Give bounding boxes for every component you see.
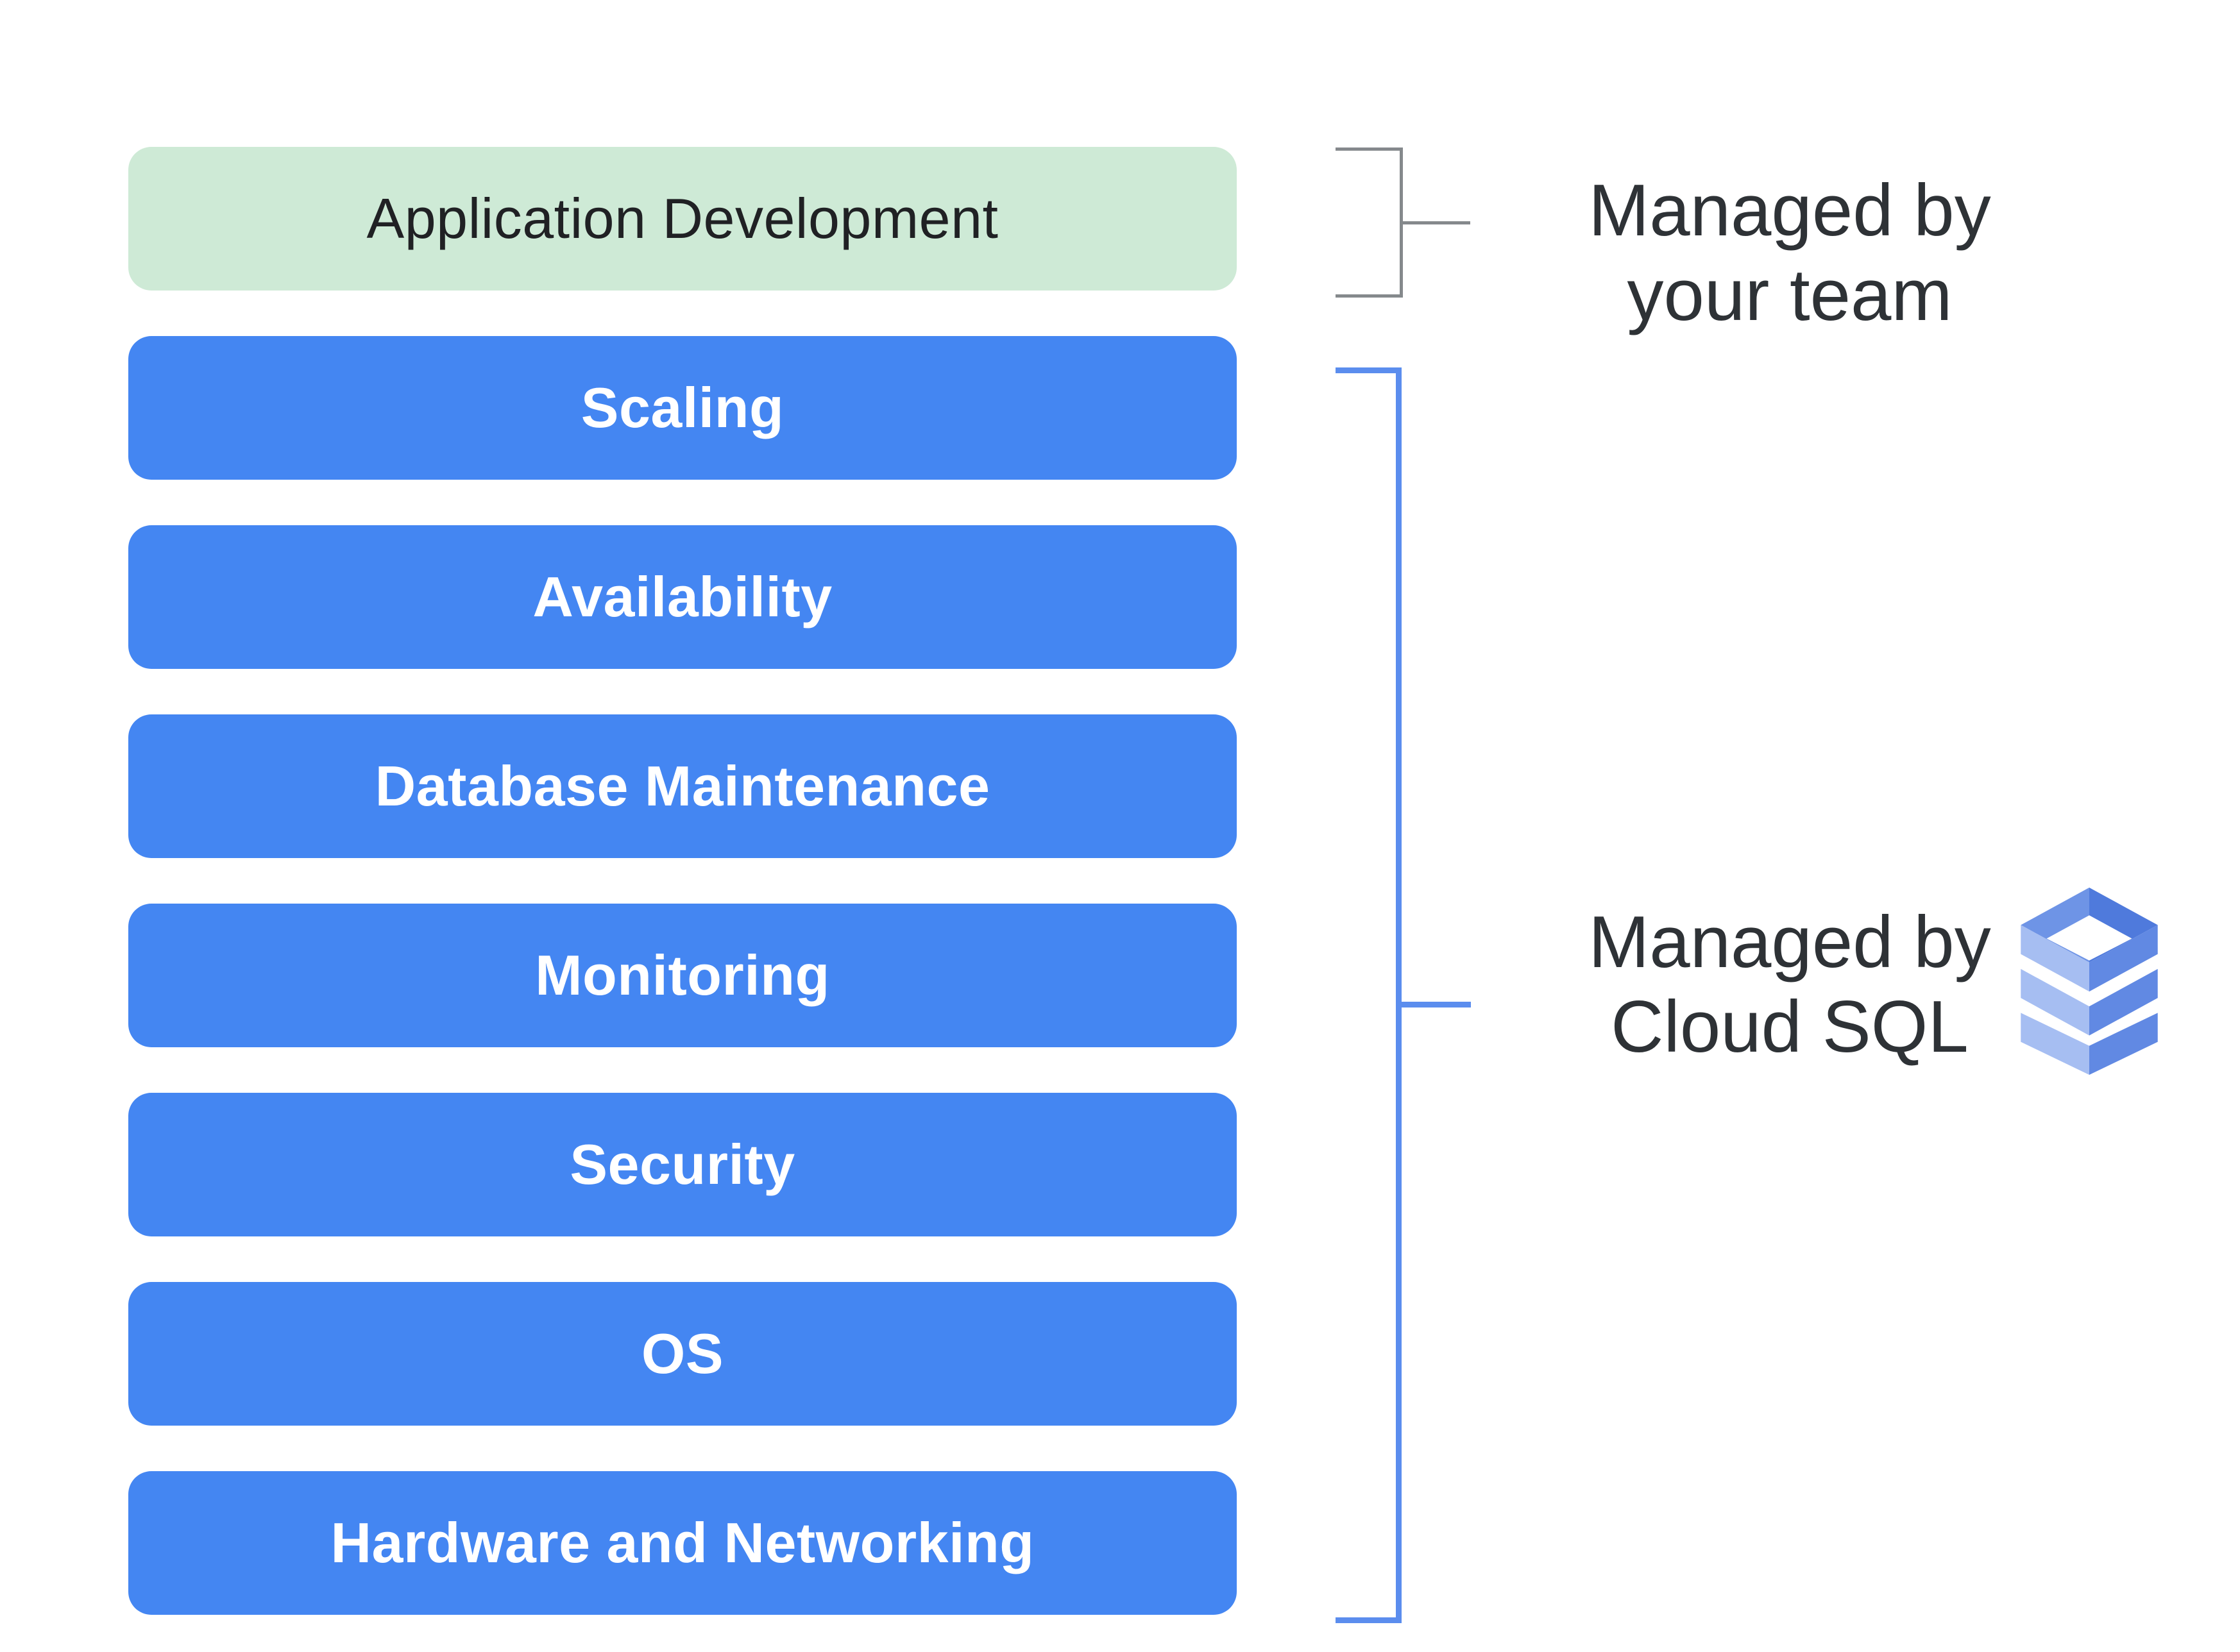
- box-database-maintenance: Database Maintenance: [128, 714, 1237, 858]
- icon-chevron2-right: [2089, 1013, 2158, 1075]
- box-os: OS: [128, 1282, 1237, 1426]
- cloudsql-label: Managed by Cloud SQL: [1536, 900, 2043, 1070]
- box-scaling: Scaling: [128, 336, 1237, 480]
- icon-chevron1-left: [2021, 968, 2089, 1036]
- team-label: Managed by your team: [1536, 169, 2043, 338]
- team-label-line2: your team: [1627, 255, 1953, 336]
- box-security: Security: [128, 1093, 1237, 1236]
- icon-wall-left: [2021, 925, 2089, 992]
- team-bracket-tick: [1403, 221, 1470, 224]
- cloudsql-label-line1: Managed by: [1588, 902, 1991, 983]
- icon-chevron1-right: [2089, 968, 2158, 1036]
- box-availability: Availability: [128, 525, 1237, 669]
- cloudsql-bracket: [1336, 367, 1402, 1623]
- icon-chevron2-left: [2021, 1013, 2089, 1075]
- box-monitoring: Monitoring: [128, 904, 1237, 1047]
- layer-stack: Application Development Scaling Availabi…: [128, 147, 1237, 1615]
- icon-ring-right: [2089, 888, 2158, 963]
- cloud-sql-icon: [2021, 888, 2158, 1075]
- cloudsql-label-line2: Cloud SQL: [1611, 986, 1969, 1068]
- box-application-development: Application Development: [128, 147, 1237, 291]
- team-label-line1: Managed by: [1588, 170, 1991, 251]
- icon-wall-right: [2089, 925, 2158, 992]
- cloudsql-bracket-tick: [1402, 1002, 1471, 1007]
- box-hardware-and-networking: Hardware and Networking: [128, 1471, 1237, 1615]
- team-bracket: [1336, 148, 1403, 298]
- icon-ring-left: [2021, 888, 2089, 963]
